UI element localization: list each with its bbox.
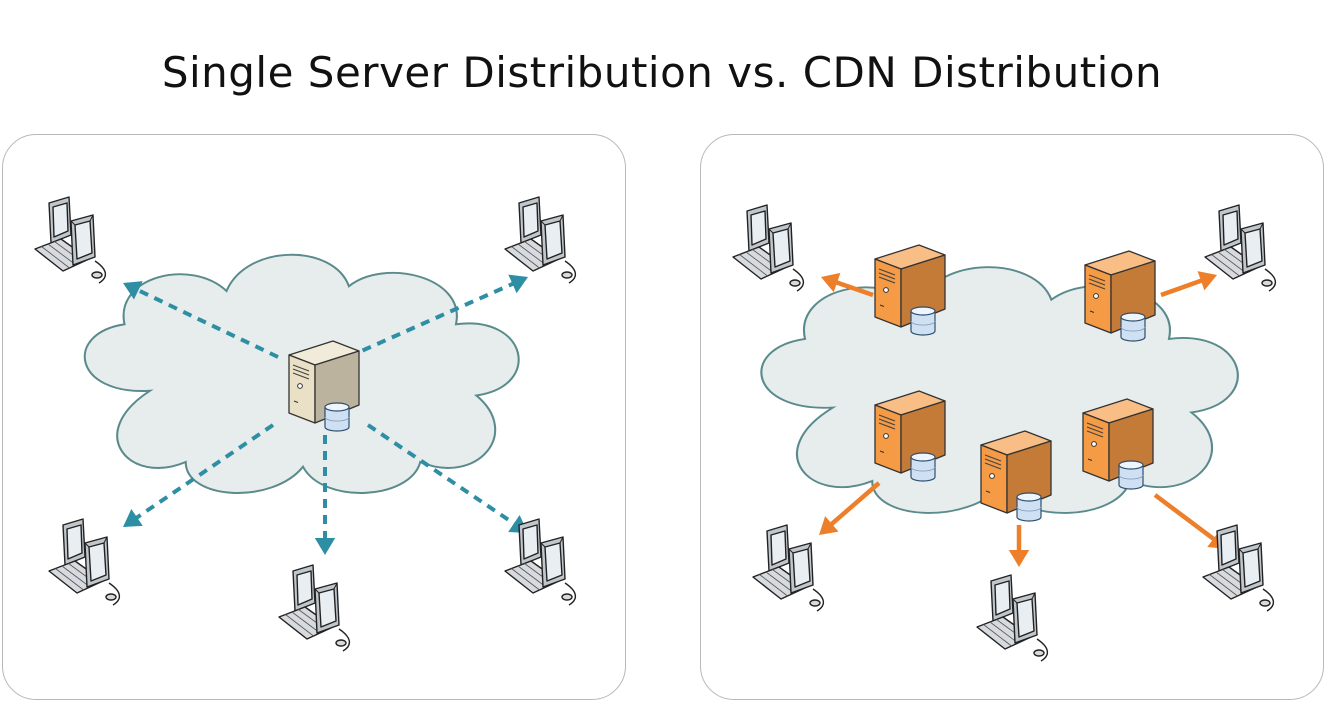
client-computer-icon <box>752 524 824 612</box>
database-cylinder-icon <box>1120 312 1146 342</box>
cdn-diagram <box>700 134 1324 700</box>
distribution-arrow <box>819 481 881 535</box>
single-server-canvas <box>34 196 576 652</box>
distribution-arrow <box>347 274 528 359</box>
database-cylinder-icon <box>910 452 936 482</box>
distribution-arrow <box>821 272 874 298</box>
single-server-diagram <box>2 134 626 700</box>
tower-server-icon <box>1084 250 1156 342</box>
page-title: Single Server Distribution vs. CDN Distr… <box>161 48 1163 97</box>
distribution-arrow <box>314 435 336 555</box>
client-computer-icon <box>34 196 106 284</box>
client-computer-icon <box>976 574 1048 662</box>
distribution-arrow <box>1008 525 1030 567</box>
client-computer-icon <box>278 564 350 652</box>
distribution-arrow <box>123 423 275 527</box>
database-cylinder-icon <box>1016 492 1042 522</box>
client-computer-icon <box>1204 204 1276 292</box>
tower-server-icon <box>874 244 946 336</box>
tower-server-icon <box>874 390 946 482</box>
tower-server-icon <box>980 430 1052 522</box>
distribution-arrow <box>123 281 279 359</box>
client-computer-icon <box>1202 524 1274 612</box>
client-computer-icon <box>48 518 120 606</box>
client-computer-icon <box>504 518 576 606</box>
distribution-arrow <box>1160 271 1217 298</box>
client-computer-icon <box>732 204 804 292</box>
database-cylinder-icon <box>1118 460 1144 490</box>
distribution-arrow <box>1153 493 1227 549</box>
cdn-canvas <box>732 204 1276 662</box>
database-cylinder-icon <box>910 306 936 336</box>
tower-server-icon <box>1082 398 1154 490</box>
database-cylinder-icon <box>324 402 350 432</box>
tower-server-icon <box>288 340 360 432</box>
client-computer-icon <box>504 196 576 284</box>
